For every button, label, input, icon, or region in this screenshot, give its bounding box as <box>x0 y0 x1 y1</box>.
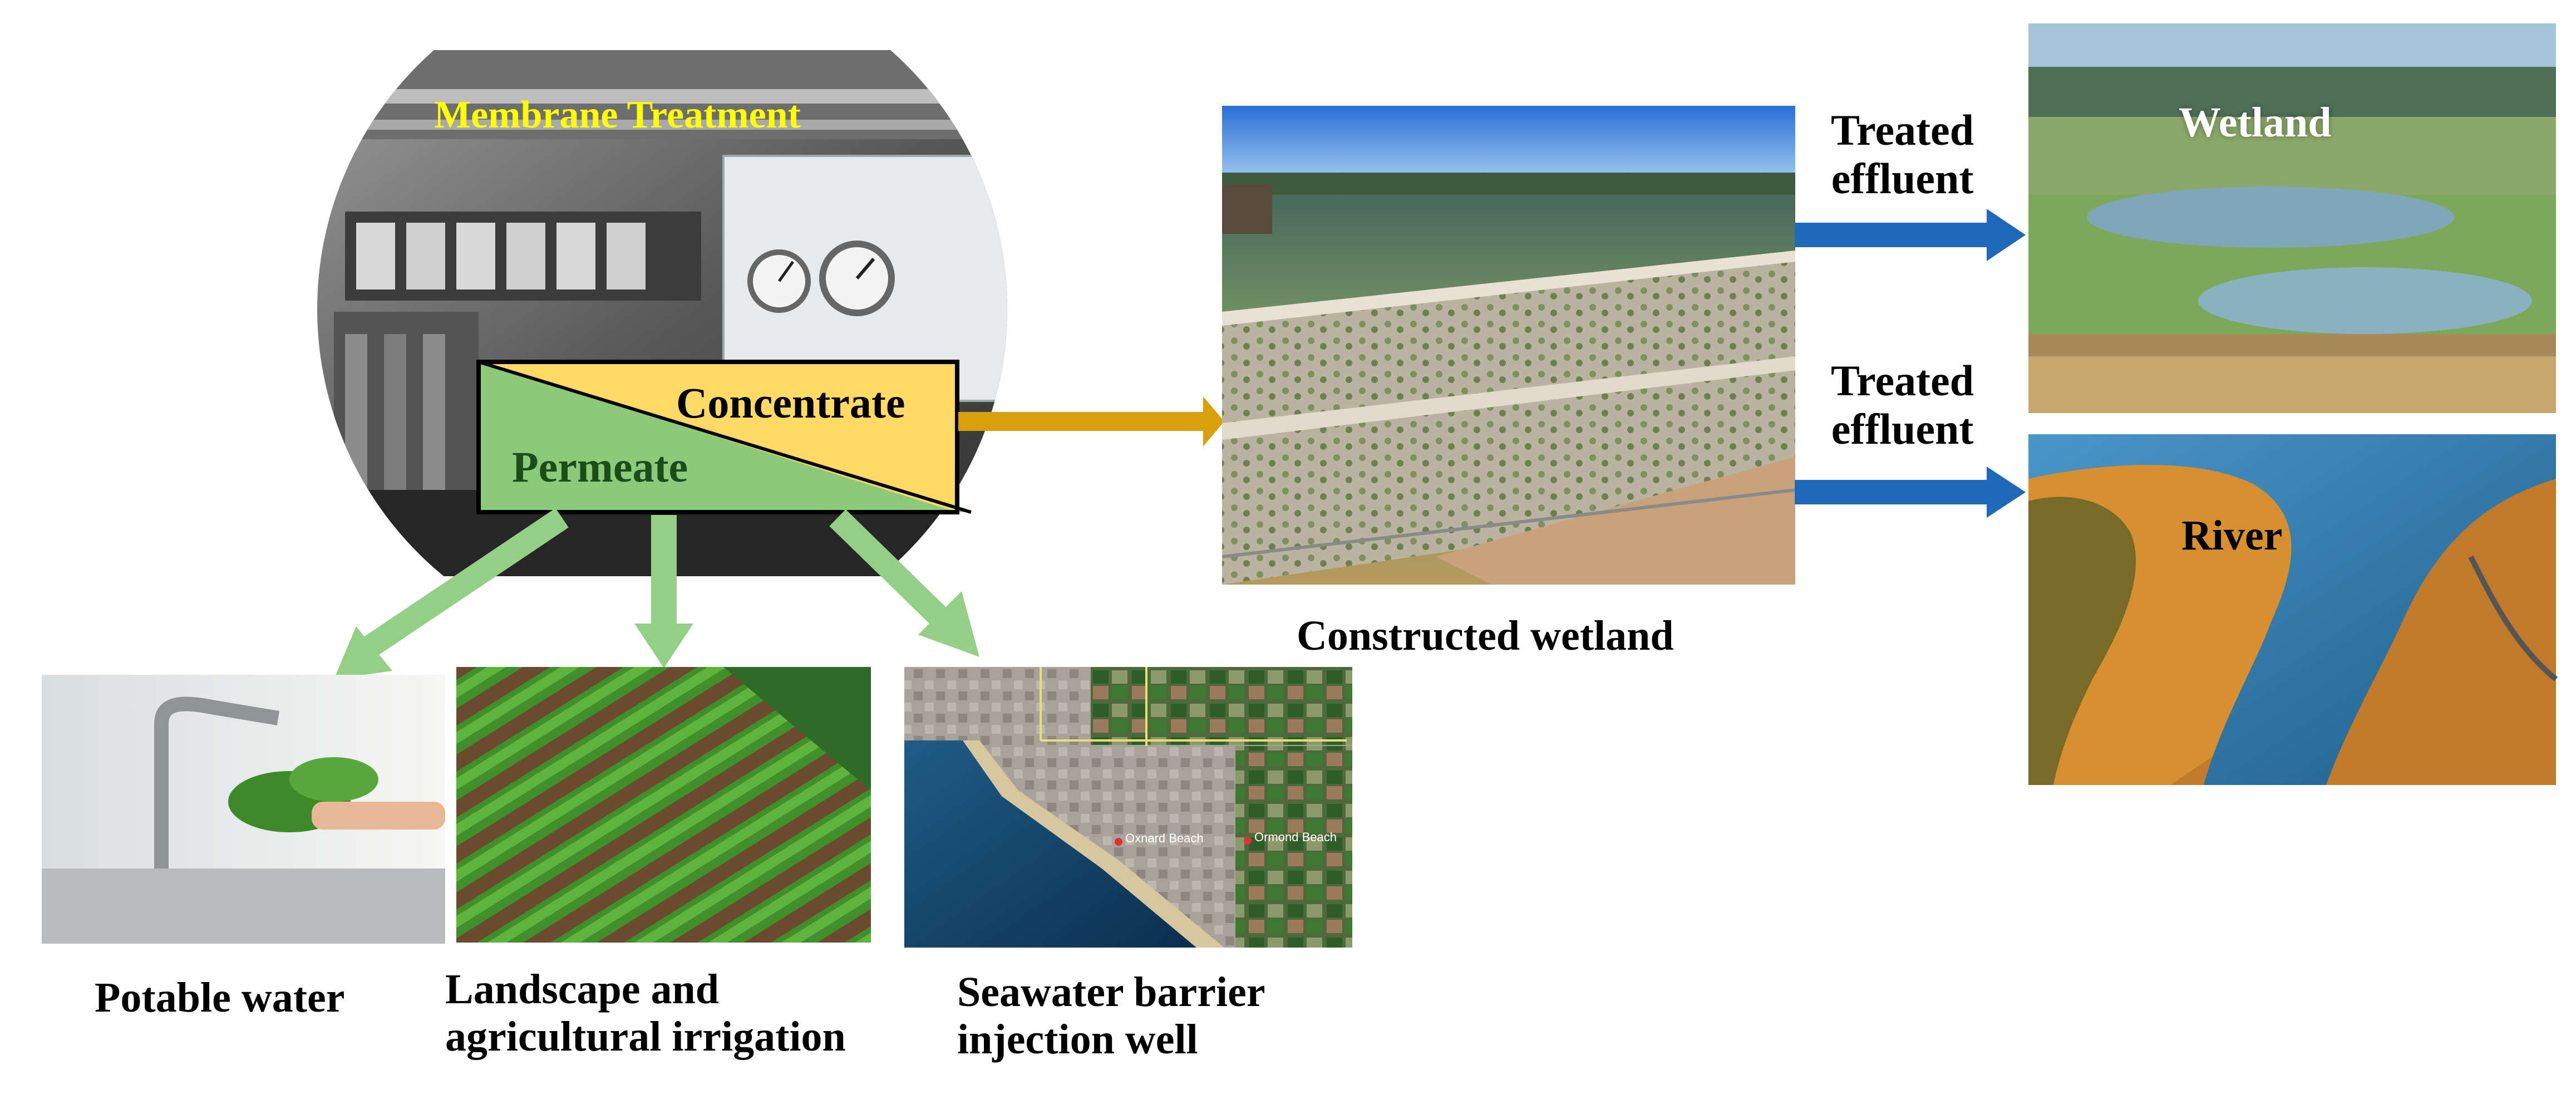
seawater-barrier-label-line1: Seawater barrier <box>957 969 1265 1015</box>
wetland-photo <box>2028 23 2556 413</box>
potable-water-label: Potable water <box>95 974 345 1021</box>
irrigation-photo <box>456 667 871 943</box>
wetland-label: Wetland <box>2179 99 2332 146</box>
treated-effluent-label-upper: Treated effluent <box>1831 106 1974 203</box>
irrigation-label-line2: agricultural irrigation <box>445 1013 846 1061</box>
concentrate-label: Concentrate <box>676 379 905 427</box>
map-place-ormond: Ormond Beach <box>1254 830 1337 844</box>
river-photo <box>2028 434 2558 785</box>
irrigation-label-line1: Landscape and <box>445 966 720 1013</box>
seawater-barrier-label-line2: injection well <box>957 1016 1198 1063</box>
permeate-arrow-irrigation <box>634 515 693 668</box>
treated-effluent-lower-line2: effluent <box>1831 405 1974 454</box>
treated-effluent-lower-line1: Treated <box>1831 356 1974 405</box>
seawater-barrier-label: Seawater barrier injection well <box>957 969 1265 1063</box>
constructed-wetland-label: Constructed wetland <box>1297 612 1674 659</box>
membrane-module <box>476 360 972 514</box>
potable-water-photo <box>42 675 445 944</box>
river-label: River <box>2181 512 2283 559</box>
treated-effluent-label-lower: Treated effluent <box>1831 356 1974 454</box>
permeate-arrow-potable <box>334 508 569 679</box>
seawater-barrier-map <box>904 667 1352 948</box>
effluent-arrow-river <box>1795 467 2026 518</box>
irrigation-label: Landscape and agricultural irrigation <box>445 966 846 1061</box>
effluent-arrow-wetland <box>1795 209 2026 261</box>
map-place-oxnard: Oxnard Beach <box>1125 831 1204 845</box>
constructed-wetland-photo <box>1221 106 1796 585</box>
permeate-label: Permeate <box>512 443 688 491</box>
treated-effluent-upper-line1: Treated <box>1831 106 1974 154</box>
permeate-arrows <box>334 508 979 679</box>
membrane-treatment-title: Membrane Treatment <box>434 94 801 136</box>
concentrate-arrow <box>958 396 1224 446</box>
permeate-arrow-barrier <box>829 509 979 657</box>
treated-effluent-upper-line2: effluent <box>1831 154 1974 203</box>
